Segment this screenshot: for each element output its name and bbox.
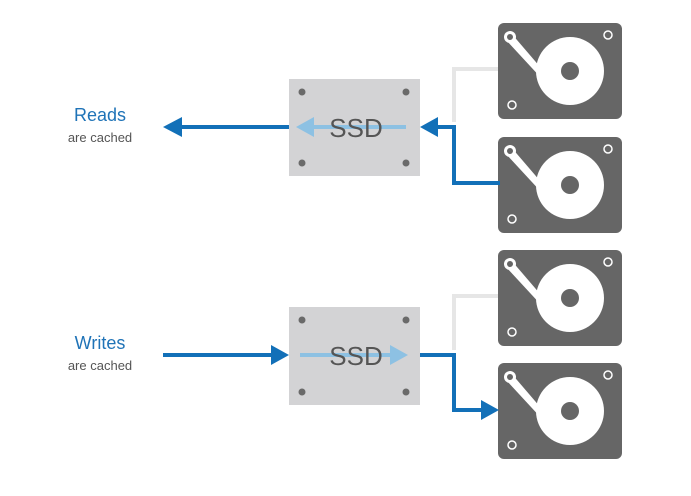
hard-drive-icon xyxy=(497,22,623,120)
writes-input-arrow xyxy=(163,345,289,365)
hard-drive-icon xyxy=(497,136,623,234)
read-through-arrow xyxy=(296,117,406,137)
reads-subtitle: are cached xyxy=(67,130,133,145)
writes-title: Writes xyxy=(74,333,126,353)
ssd-label: SSD xyxy=(329,113,382,143)
reads-label: Reads are cached xyxy=(30,105,170,145)
ssd-label: SSD xyxy=(329,341,382,371)
connector-line xyxy=(452,67,500,122)
hard-drive-icon xyxy=(497,362,623,460)
ssd-to-drive-arrow xyxy=(420,353,499,420)
connector-line xyxy=(452,294,500,350)
writes-subtitle: are cached xyxy=(67,358,133,373)
write-through-arrow xyxy=(300,345,408,365)
hard-drive-icon xyxy=(497,249,623,347)
writes-label: Writes are cached xyxy=(30,333,170,373)
reads-output-arrow xyxy=(163,117,289,137)
reads-title: Reads xyxy=(73,105,127,125)
drive-to-ssd-arrow xyxy=(420,117,500,185)
